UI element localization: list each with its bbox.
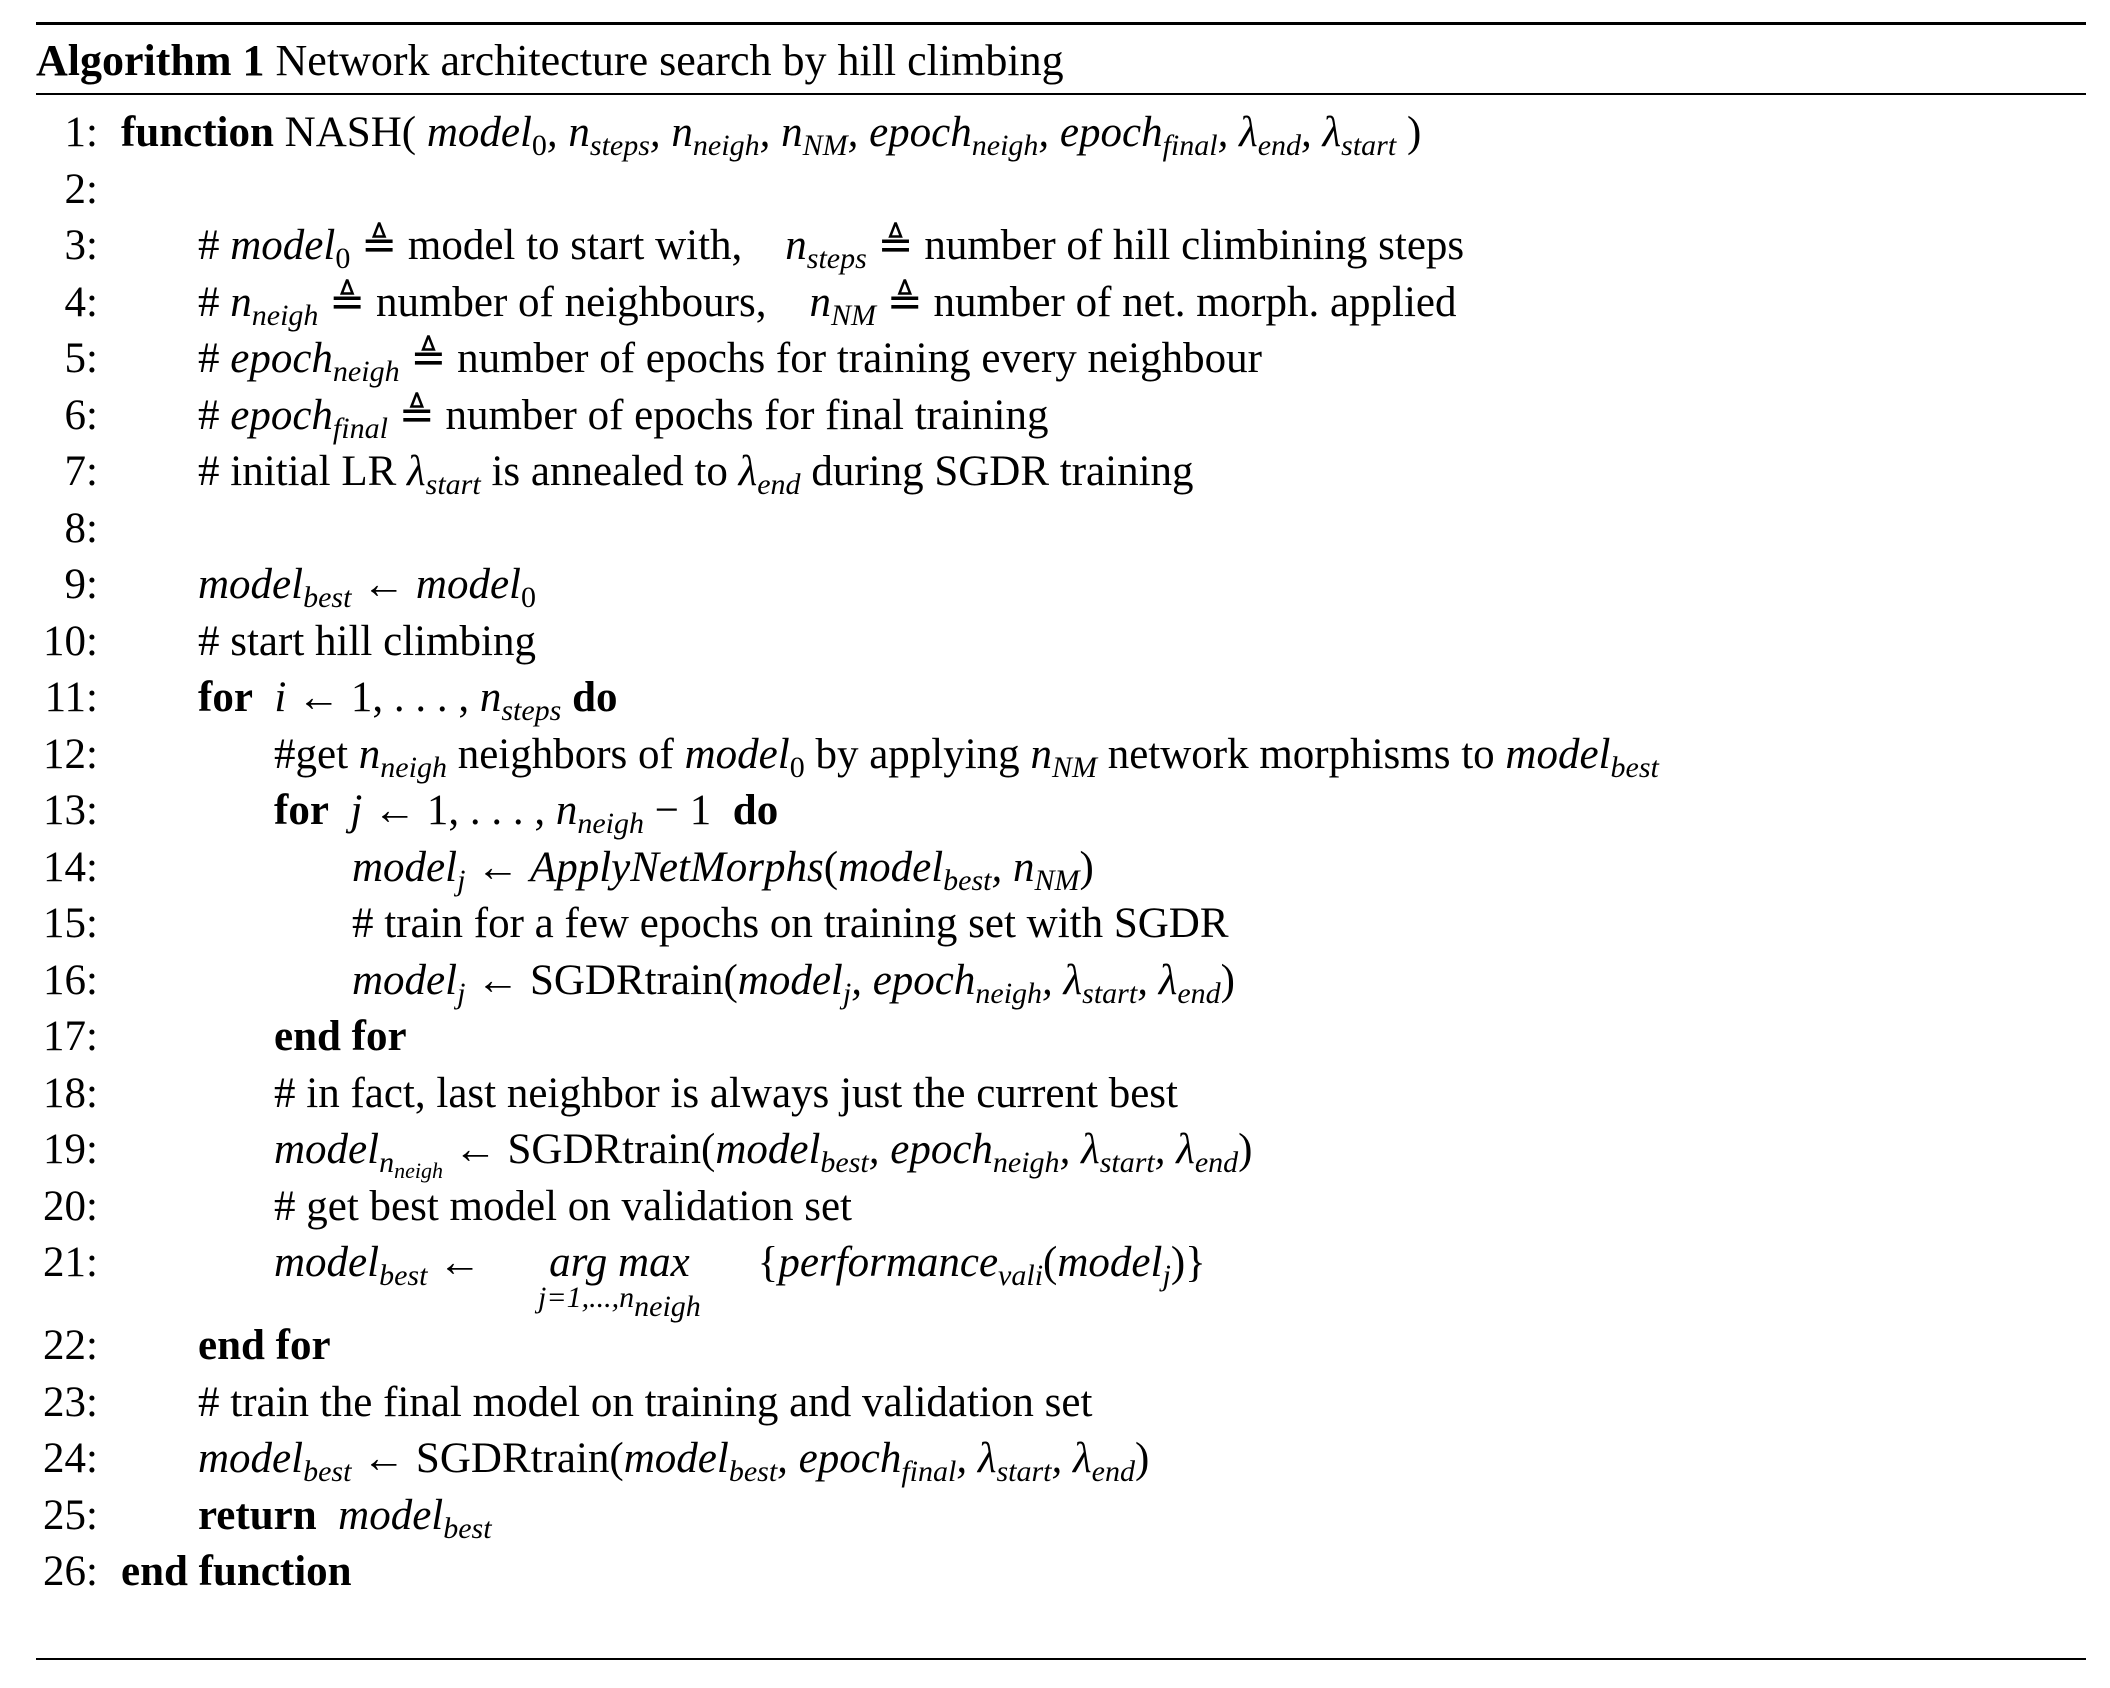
line-code: modelnneigh ← SGDRtrain(modelbest, epoch…: [274, 1126, 1253, 1183]
line-code: modelbest ← model0: [198, 561, 537, 614]
caption-rule: [36, 93, 2086, 95]
line-code: # initial LR λstart is annealed to λend …: [198, 448, 1194, 501]
line-number: 12:: [43, 730, 98, 778]
algo-line-24: 24: modelbest ← SGDRtrain(modelbest, epo…: [36, 1431, 2086, 1488]
line-number: 17:: [43, 1013, 98, 1060]
line-code: # train the final model on training and …: [198, 1378, 1093, 1426]
line-code: # epochneigh ≜ number of epochs for trai…: [198, 335, 1262, 388]
algo-line-4: 4: # nneigh ≜ number of neighbours, nNM …: [36, 275, 2086, 332]
line-number: 1:: [64, 109, 98, 156]
algo-line-25: 25: return modelbest: [36, 1488, 2086, 1545]
algo-line-5: 5: # epochneigh ≜ number of epochs for t…: [36, 331, 2086, 388]
line-number: 2:: [64, 165, 98, 213]
line-number: 13:: [43, 787, 98, 834]
line-code: end for: [274, 1013, 407, 1060]
line-code: for i ← 1, . . . , nsteps do: [198, 674, 618, 727]
algo-line-22: 22: end for: [36, 1318, 2086, 1375]
line-code: modelj ← SGDRtrain(modelj, epochneigh, λ…: [352, 956, 1235, 1010]
algo-line-19: 19: modelnneigh ← SGDRtrain(modelbest, e…: [36, 1122, 2086, 1183]
algo-line-13: 13: for j ← 1, . . . , nneigh − 1 do: [36, 783, 2086, 840]
line-code: # model0 ≜ model to start with, nsteps ≜…: [198, 222, 1465, 275]
algorithm-caption: Algorithm 1 Network architecture search …: [36, 25, 2086, 93]
caption-title: Network architecture search by hill clim…: [275, 36, 1064, 85]
line-code: function NASH( model0, nsteps, nneigh, n…: [121, 109, 1422, 162]
line-number: 4:: [64, 278, 98, 326]
line-number: 20:: [43, 1182, 98, 1230]
bottom-rule: [36, 1658, 2086, 1660]
algo-line-1: 1: function NASH( model0, nsteps, nneigh…: [36, 105, 2086, 162]
line-code: # nneigh ≜ number of neighbours, nNM ≜ n…: [198, 278, 1457, 332]
algorithm-block: Algorithm 1 Network architecture search …: [36, 22, 2086, 1601]
algo-line-18: 18: # in fact, last neighbor is always j…: [36, 1066, 2086, 1123]
algo-line-17: 17: end for: [36, 1009, 2086, 1066]
line-code: # epochfinal ≜ number of epochs for fina…: [198, 391, 1049, 445]
algo-line-11: 11: for i ← 1, . . . , nsteps do: [36, 670, 2086, 727]
line-number: 25:: [43, 1491, 98, 1539]
line-number: 14:: [43, 843, 98, 891]
line-code: # in fact, last neighbor is always just …: [274, 1069, 1178, 1117]
line-number: 24:: [43, 1435, 98, 1482]
line-code: # get best model on validation set: [274, 1182, 853, 1230]
algo-line-6: 6: # epochfinal ≜ number of epochs for f…: [36, 388, 2086, 445]
line-number: 23:: [43, 1378, 98, 1426]
algorithm-lines: 1: function NASH( model0, nsteps, nneigh…: [36, 95, 2086, 1601]
line-code: end function: [121, 1548, 352, 1595]
algo-line-9: 9: modelbest ← model0: [36, 557, 2086, 614]
line-code: for j ← 1, . . . , nneigh − 1 do: [274, 787, 779, 840]
algo-line-23: 23: # train the final model on training …: [36, 1375, 2086, 1432]
algo-line-15: 15: # train for a few epochs on training…: [36, 896, 2086, 953]
line-code: return modelbest: [198, 1491, 492, 1545]
line-code: modelj ← ApplyNetMorphs(modelbest, nNM): [352, 843, 1094, 897]
line-number: 5:: [64, 335, 98, 382]
line-number: 10:: [43, 617, 98, 665]
line-number: 7:: [64, 448, 98, 495]
line-code: # start hill climbing: [198, 617, 536, 665]
algo-line-16: 16: modelj ← SGDRtrain(modelj, epochneig…: [36, 953, 2086, 1010]
algo-line-12: 12: #get nneigh neighbors of model0 by a…: [36, 727, 2086, 784]
algo-line-20: 20: # get best model on validation set: [36, 1179, 2086, 1236]
line-number: 18:: [43, 1069, 98, 1117]
line-number: 22:: [43, 1322, 98, 1369]
line-number: 11:: [44, 674, 98, 721]
line-number: 15:: [43, 900, 98, 947]
line-number: 21:: [43, 1239, 98, 1286]
line-number: 26:: [43, 1548, 98, 1595]
line-number: 19:: [43, 1126, 98, 1173]
line-code: #get nneigh neighbors of model0 by apply…: [274, 730, 1659, 784]
algo-line-14: 14: modelj ← ApplyNetMorphs(modelbest, n…: [36, 840, 2086, 897]
algo-line-7: 7: # initial LR λstart is annealed to λe…: [36, 444, 2086, 501]
line-number: 8:: [64, 504, 98, 552]
line-number: 3:: [64, 222, 98, 269]
line-code: # train for a few epochs on training set…: [352, 900, 1229, 947]
caption-label: Algorithm 1: [36, 36, 265, 85]
line-code: end for: [198, 1322, 331, 1369]
line-number: 6:: [64, 391, 98, 439]
algo-line-8: 8:: [36, 501, 2086, 558]
algo-line-26: 26: end function: [36, 1544, 2086, 1601]
line-number: 9:: [64, 561, 98, 608]
line-number: 16:: [43, 956, 98, 1004]
algo-line-3: 3: # model0 ≜ model to start with, nstep…: [36, 218, 2086, 275]
algo-line-2: 2:: [36, 162, 2086, 219]
algo-line-10: 10: # start hill climbing: [36, 614, 2086, 671]
top-rule: [36, 22, 2086, 25]
line-code: modelbest ← SGDRtrain(modelbest, epochfi…: [198, 1435, 1150, 1488]
